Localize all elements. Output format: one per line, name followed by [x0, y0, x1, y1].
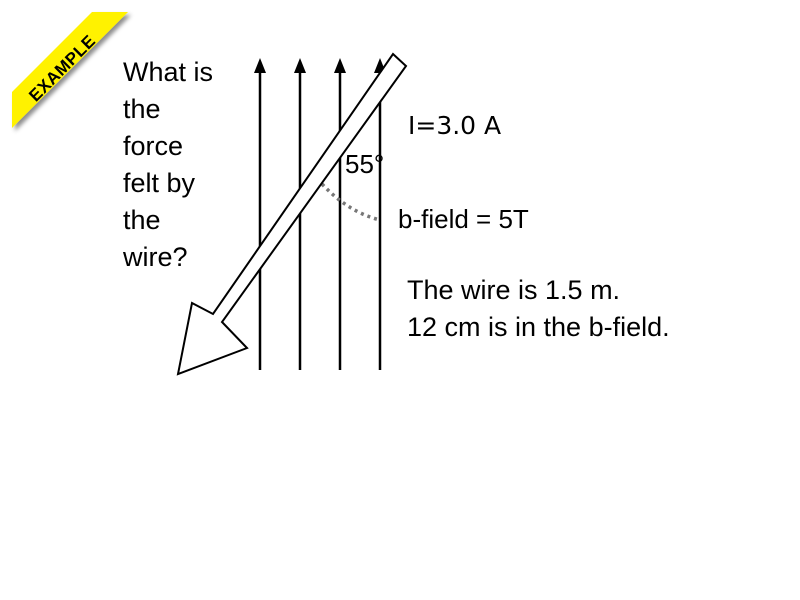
current-label: I=3.0 A: [408, 111, 502, 140]
wire-in-field-text: 12 cm is in the b-field.: [407, 312, 670, 342]
magnetic-field-lines: [254, 58, 386, 370]
field-arrow-1-icon: [254, 58, 266, 73]
question-line: What is: [123, 57, 214, 87]
angle-arc: [320, 182, 381, 222]
wire-current-arrow-icon: [176, 52, 408, 376]
b-field-label: b-field = 5T: [398, 204, 529, 234]
question-line: felt by: [123, 168, 196, 198]
wire-info: The wire is 1.5 m. 12 cm is in the b-fie…: [407, 272, 670, 346]
field-arrow-3-icon: [334, 58, 346, 73]
banner-shape: [12, 12, 128, 128]
field-arrow-2-icon: [294, 58, 306, 73]
example-banner: EXAMPLE: [0, 0, 140, 140]
question-text: What is the force felt by the wire?: [123, 54, 243, 276]
question-line: the: [123, 205, 161, 235]
question-line: force: [123, 131, 184, 161]
question-line: the: [123, 94, 161, 124]
question-line: wire?: [123, 242, 188, 272]
angle-label: 55°: [345, 149, 385, 179]
wire-length-text: The wire is 1.5 m.: [407, 275, 621, 305]
example-banner-ribbon: EXAMPLE: [12, 12, 128, 128]
